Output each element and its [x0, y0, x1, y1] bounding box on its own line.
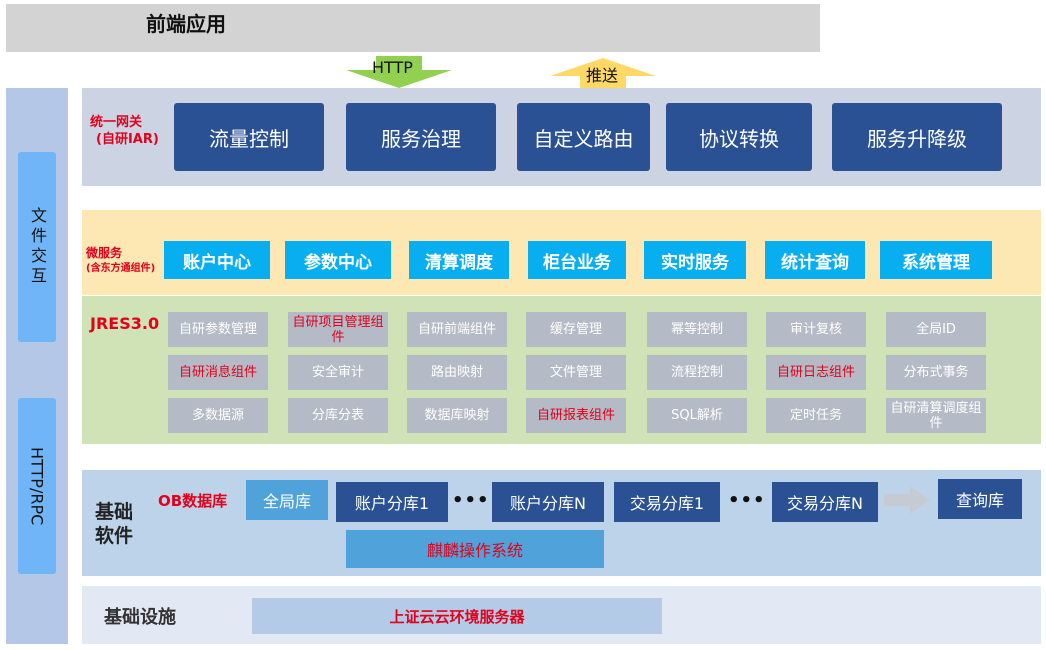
microservice-item: 统计查询 — [765, 241, 865, 279]
sync-arrow-right — [884, 486, 930, 514]
microservice-item: 实时服务 — [644, 241, 746, 279]
gateway-item: 协议转换 — [666, 103, 812, 171]
http-label: HTTP — [372, 58, 413, 77]
microservice-label-line2: (含东方通组件) — [86, 263, 156, 274]
jres-component: 审计复核 — [766, 312, 866, 347]
frontend-layer — [6, 4, 820, 52]
kylin-os-box: 麒麟操作系统 — [346, 530, 604, 568]
jres-component: 自研项目管理组件 — [288, 312, 388, 347]
file-interaction-pill: 文件交互 — [18, 152, 56, 342]
ellipsis-1: ••• — [452, 490, 490, 511]
ellipsis-2: ••• — [728, 490, 766, 511]
gateway-item: 服务升降级 — [832, 103, 1002, 171]
jres-component: 安全审计 — [288, 355, 388, 390]
cloud-server-box: 上证云云环境服务器 — [252, 598, 662, 634]
jres-component: 分布式事务 — [886, 355, 986, 390]
jres-component: 自研消息组件 — [168, 355, 268, 390]
jres-component: 自研清算调度组件 — [886, 398, 986, 433]
jres-component: 路由映射 — [407, 355, 507, 390]
infrastructure-title: 基础设施 — [104, 607, 176, 628]
jres-component: 自研前端组件 — [407, 312, 507, 347]
jres-component: 幂等控制 — [647, 312, 747, 347]
jres-component: 分库分表 — [288, 398, 388, 433]
microservice-item: 柜台业务 — [528, 241, 626, 279]
gateway-item: 自定义路由 — [517, 103, 650, 171]
base-software-title-line2: 软件 — [95, 525, 134, 547]
gateway-item: 流量控制 — [174, 103, 324, 171]
jres-component: 定时任务 — [766, 398, 866, 433]
ob-database-label: OB数据库 — [158, 492, 228, 510]
account-shard-1-box: 账户分库1 — [336, 482, 448, 522]
jres-component: 缓存管理 — [526, 312, 626, 347]
trade-shard-n-box: 交易分库N — [772, 482, 878, 522]
microservice-item: 账户中心 — [164, 241, 270, 279]
jres-component: 文件管理 — [526, 355, 626, 390]
jres-component: 自研报表组件 — [526, 398, 626, 433]
push-up-arrow — [550, 58, 656, 88]
frontend-title: 前端应用 — [146, 12, 226, 36]
gateway-label-line2: (自研IAR) — [96, 132, 159, 147]
microservice-item: 系统管理 — [880, 241, 992, 279]
jres-component: 自研日志组件 — [766, 355, 866, 390]
gateway-label-line1: 统一网关 — [90, 115, 143, 130]
account-shard-n-box: 账户分库N — [492, 482, 604, 522]
trade-shard-1-box: 交易分库1 — [614, 482, 720, 522]
jres-component: 流程控制 — [647, 355, 747, 390]
microservice-label-line1: 微服务 — [86, 246, 123, 260]
jres-label: JRES3.0 — [90, 314, 160, 333]
gateway-item: 服务治理 — [346, 103, 496, 171]
http-rpc-pill: HTTP/RPC — [18, 398, 56, 574]
http-down-arrow — [346, 56, 452, 88]
global-db-box: 全局库 — [246, 480, 328, 520]
jres-component: 自研参数管理 — [168, 312, 268, 347]
query-db-box: 查询库 — [938, 479, 1022, 519]
base-software-title: 基础 软件 — [95, 500, 133, 548]
gateway-label: 统一网关 (自研IAR) — [90, 114, 159, 148]
microservice-label: 微服务 (含东方通组件) — [86, 246, 155, 276]
base-software-title-line1: 基础 — [95, 501, 134, 523]
jres-component: 数据库映射 — [407, 398, 507, 433]
microservice-item: 参数中心 — [285, 241, 391, 279]
push-label: 推送 — [586, 66, 619, 85]
jres-component: 多数据源 — [168, 398, 268, 433]
microservice-item: 清算调度 — [409, 241, 509, 279]
jres-component: 全局ID — [886, 312, 986, 347]
jres-component: SQL解析 — [647, 398, 747, 433]
